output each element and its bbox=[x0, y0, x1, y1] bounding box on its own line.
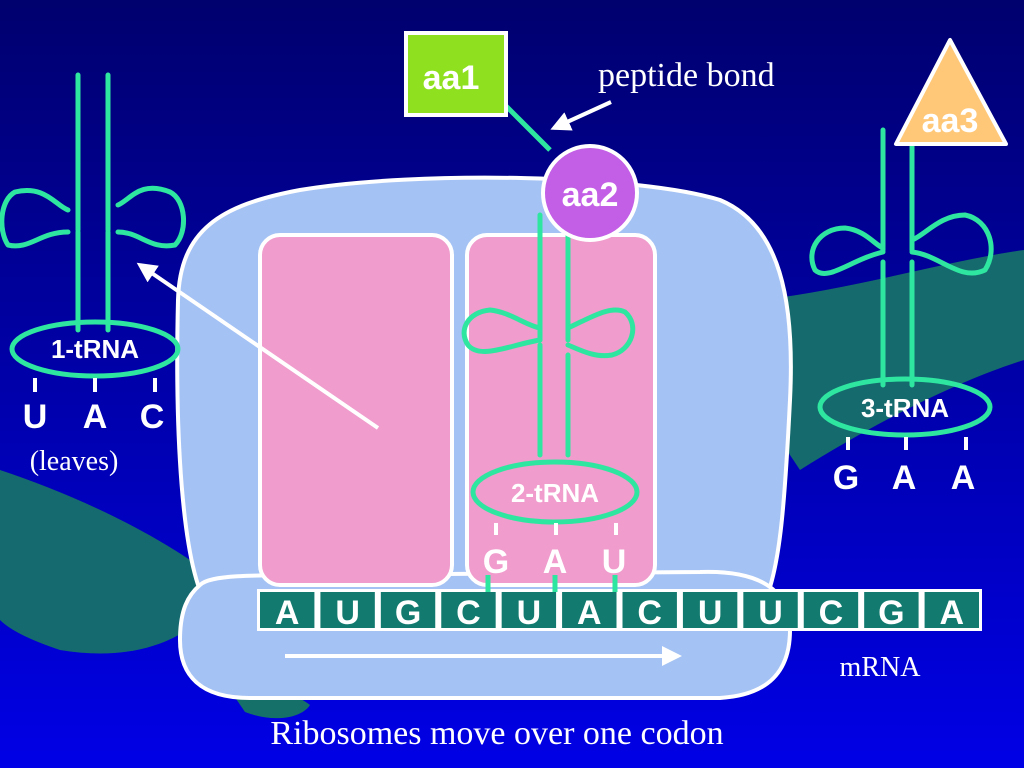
mrna-base: U bbox=[335, 594, 360, 632]
mrna-cell bbox=[380, 592, 436, 628]
background-ribbon-left bbox=[0, 470, 220, 654]
mrna-cell bbox=[320, 592, 375, 628]
trna-3-anticodon-2: A bbox=[892, 459, 917, 497]
mrna-base: A bbox=[577, 594, 602, 632]
mrna-cell bbox=[864, 592, 919, 628]
trna-2-label: 2-tRNA bbox=[511, 478, 599, 508]
aa2-circle bbox=[541, 144, 639, 242]
mrna-cell bbox=[260, 592, 315, 628]
mrna-base: G bbox=[878, 594, 904, 632]
aa1-label: aa1 bbox=[423, 59, 480, 97]
mrna-base: C bbox=[456, 594, 481, 632]
trna-3-anticodon-1: G bbox=[833, 459, 859, 497]
trna-1-label: 1-tRNA bbox=[51, 334, 139, 364]
mrna-base: A bbox=[940, 594, 965, 632]
mrna-cell bbox=[501, 592, 557, 628]
mrna-cell bbox=[924, 592, 979, 628]
mrna-cell bbox=[622, 592, 677, 628]
trna-1-anticodon-2: A bbox=[83, 398, 108, 436]
a-site bbox=[465, 233, 657, 587]
trna-1-anticodon-3: C bbox=[140, 398, 165, 436]
p-site bbox=[258, 233, 454, 587]
trna-3-label: 3-tRNA bbox=[861, 393, 949, 423]
mrna-base: U bbox=[698, 594, 723, 632]
leaves-label: (leaves) bbox=[30, 446, 119, 477]
trna-1-anticodon-1: U bbox=[23, 398, 48, 436]
aa3-triangle bbox=[894, 38, 1008, 146]
aa1-box bbox=[404, 31, 508, 117]
mrna-cell bbox=[562, 592, 617, 628]
peptide-bond-arrow bbox=[550, 100, 612, 131]
mrna-cell bbox=[441, 592, 496, 628]
peptide-bond-label: peptide bond bbox=[598, 57, 775, 94]
caption: Ribosomes move over one codon bbox=[270, 715, 723, 752]
mrna-cell bbox=[803, 592, 859, 628]
mrna-cell bbox=[682, 592, 738, 628]
trna-2-anticodon-1: G bbox=[483, 543, 509, 581]
mrna-base: C bbox=[819, 594, 844, 632]
trna-2-anticodon-2: A bbox=[543, 543, 568, 581]
mrna-strip-frame bbox=[257, 589, 982, 631]
trna-3 bbox=[809, 127, 994, 450]
mrna-label: mRNA bbox=[840, 652, 922, 683]
mrna-base: A bbox=[275, 594, 300, 632]
trna-2-anticodon-3: U bbox=[602, 543, 627, 581]
aa2-label: aa2 bbox=[562, 176, 619, 214]
mrna-cell bbox=[743, 592, 798, 628]
mrna-base: U bbox=[758, 594, 783, 632]
peptide-chain-link bbox=[504, 104, 552, 152]
trna-exit-arrow bbox=[136, 262, 380, 430]
mrna-base: U bbox=[517, 594, 542, 632]
trna-3-anticodon-3: A bbox=[951, 459, 976, 497]
aa3-label: aa3 bbox=[922, 102, 979, 140]
trna-1 bbox=[0, 72, 187, 392]
mrna-base: G bbox=[395, 594, 421, 632]
mrna-base: C bbox=[637, 594, 662, 632]
